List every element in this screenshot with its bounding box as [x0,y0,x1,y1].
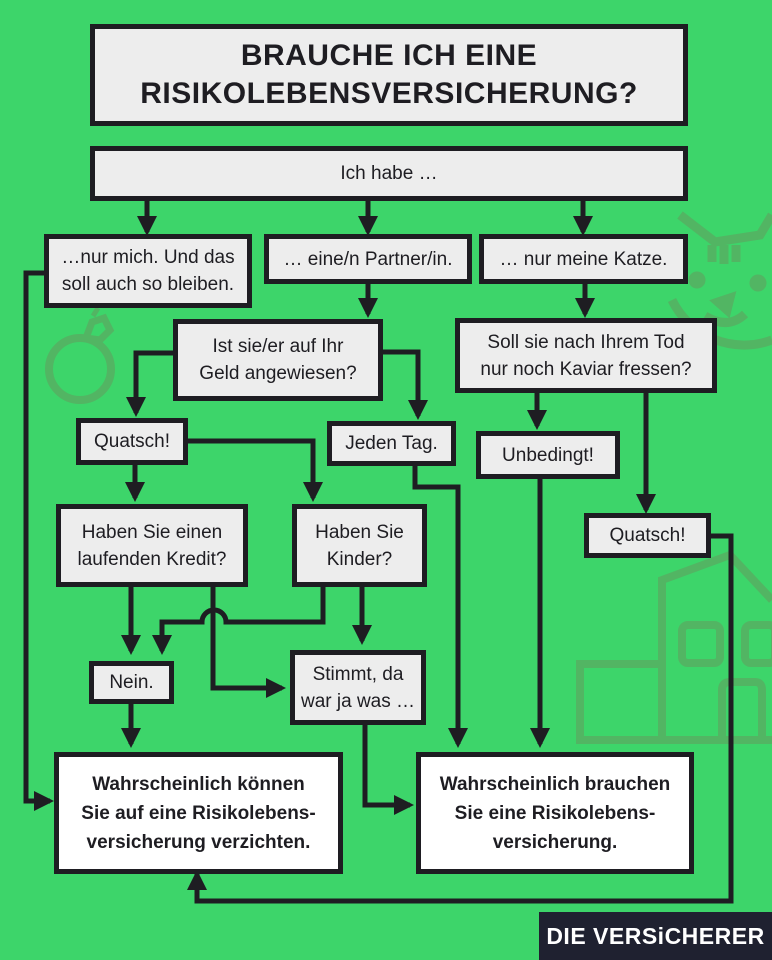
edge-quatsch-kids [186,438,323,502]
node-quatsch-1: Quatsch! [76,418,188,465]
node-unbedingt: Unbedingt! [476,431,620,479]
node-dependent-question: Ist sie/er auf Ihr Geld angewiesen? [173,319,383,401]
node-jeden-tag: Jeden Tag. [327,421,456,466]
node-only-me: …nur mich. Und das soll auch so bleiben. [44,234,252,308]
edge-dependent-jedentag [378,349,428,420]
edge-jedentag-resultyes [412,462,468,748]
node-stimmt: Stimmt, da war ja was … [290,650,426,725]
node-kids-question: Haben Sie Kinder? [292,504,427,587]
result-needed: Wahrscheinlich brauchen Sie eine Risikol… [416,752,694,874]
house-icon [576,550,772,744]
brand-logo: DIE VERSiCHERER [539,912,772,960]
result-not-needed: Wahrscheinlich können Sie auf eine Risik… [54,752,343,874]
edge-quatsch2-resultno [187,533,734,904]
node-start: Ich habe … [90,146,688,201]
node-nein: Nein. [89,661,174,704]
edge-kids-nein [152,585,326,655]
edge-credit-stimmt [210,585,286,698]
cat-icon [667,211,772,350]
title-box: BRAUCHE ICH EINE RISIKOLEBENSVERSICHERUN… [90,24,688,126]
edge-onlyme-resultno [23,270,54,811]
ring-icon [45,306,115,404]
node-quatsch-2: Quatsch! [584,513,711,558]
edge-dependent-quatsch [126,350,176,417]
node-cat: … nur meine Katze. [479,234,688,284]
page-title: BRAUCHE ICH EINE RISIKOLEBENSVERSICHERUN… [140,39,638,110]
edge-stimmt-resultyes [362,722,414,815]
node-partner: … eine/n Partner/in. [264,234,472,284]
node-credit-question: Haben Sie einen laufenden Kredit? [56,504,248,587]
node-caviar-question: Soll sie nach Ihrem Tod nur noch Kaviar … [455,318,717,393]
